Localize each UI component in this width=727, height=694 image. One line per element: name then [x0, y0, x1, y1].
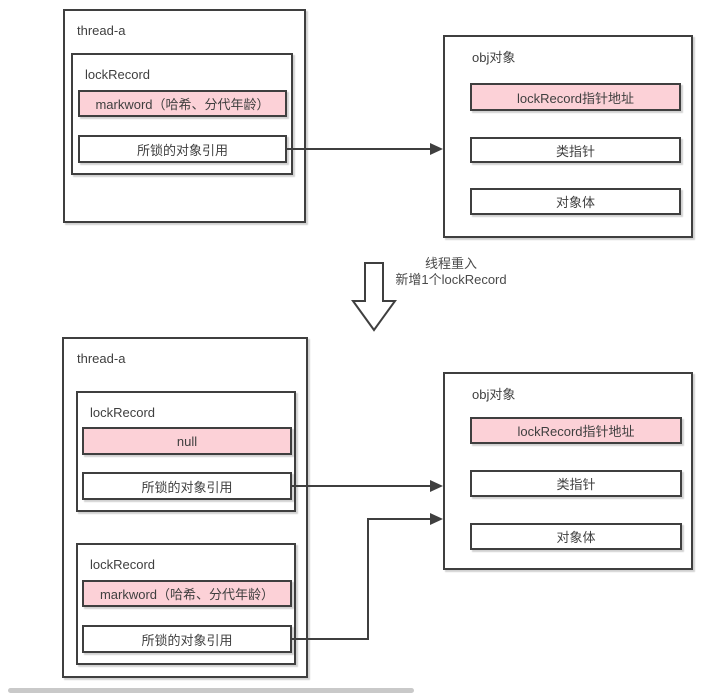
transition-caption-line2: 新增1个lockRecord — [395, 272, 507, 287]
transition-caption-line1: 线程重入 — [424, 256, 477, 271]
obj-title-after: obj对象 — [472, 387, 516, 402]
lock-record-title-before: lockRecord — [85, 67, 151, 82]
transition-caption: 线程重入 新增1个lockRecord — [388, 256, 514, 288]
arrow-after-ref1-to-obj — [292, 480, 443, 492]
arrow-after-ref2-to-obj — [292, 513, 443, 640]
obj-class-ptr-cell-before: 类指针 — [470, 137, 681, 163]
obj-ref-cell-after-1: 所锁的对象引用 — [82, 472, 292, 500]
obj-lockrecord-ptr-cell-after: lockRecord指针地址 — [470, 417, 682, 444]
obj-body-cell-before: 对象体 — [470, 188, 681, 215]
obj-class-ptr-cell-after: 类指针 — [470, 470, 682, 497]
markword-cell-after-2: markword（哈希、分代年龄） — [82, 580, 292, 607]
arrow-before-ref-to-obj — [287, 143, 443, 155]
horizontal-scrollbar[interactable] — [8, 688, 414, 693]
markword-cell-before: markword（哈希、分代年龄） — [78, 90, 287, 117]
thread-a-title-after: thread-a — [77, 351, 126, 366]
obj-lockrecord-ptr-cell-before: lockRecord指针地址 — [470, 83, 681, 111]
obj-ref-cell-after-2: 所锁的对象引用 — [82, 625, 292, 653]
obj-title-before: obj对象 — [472, 50, 516, 65]
thread-a-title-before: thread-a — [77, 23, 126, 38]
markword-cell-after-1: null — [82, 427, 292, 455]
lock-record-1-title-after: lockRecord — [90, 405, 156, 420]
lock-record-2-title-after: lockRecord — [90, 557, 156, 572]
obj-ref-cell-before: 所锁的对象引用 — [78, 135, 287, 163]
obj-body-cell-after: 对象体 — [470, 523, 682, 550]
